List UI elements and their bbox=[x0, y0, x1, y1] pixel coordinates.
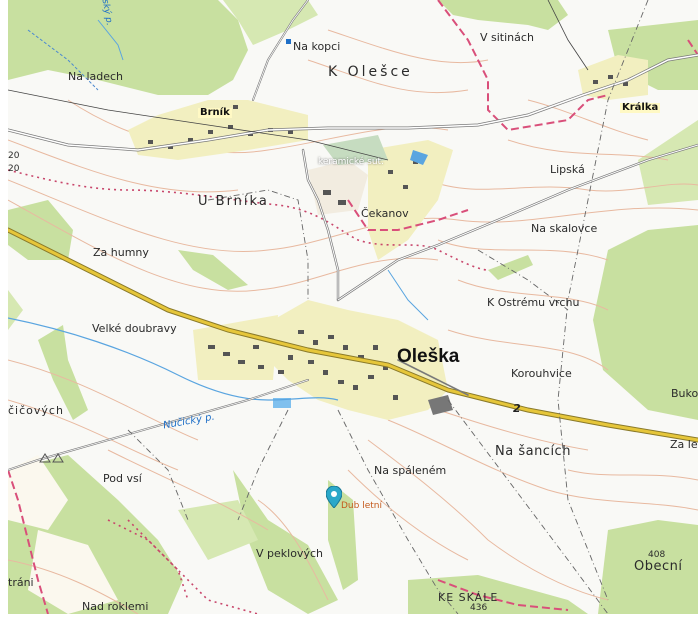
place-k-olesce: K Olešce bbox=[328, 64, 413, 80]
place-cekanov: Čekanov bbox=[361, 207, 409, 220]
forest-area bbox=[223, 0, 318, 45]
place-korouhvice: Korouhvice bbox=[511, 367, 572, 380]
pin-shape bbox=[326, 486, 342, 508]
power-line bbox=[8, 89, 389, 161]
place-k-ostremu-vrchu: K Ostrému vrchu bbox=[487, 296, 580, 309]
place-v-sitinach: V sitinách bbox=[480, 31, 534, 44]
stream-line bbox=[97, 19, 124, 61]
forest-area bbox=[593, 225, 698, 420]
road-number-label: 2 bbox=[513, 402, 521, 415]
place-cicovych: čičových bbox=[8, 404, 64, 417]
place-bukov: Buko bbox=[671, 387, 698, 400]
place-strani: tráni bbox=[8, 576, 34, 589]
forest-area bbox=[233, 470, 338, 614]
pond bbox=[273, 398, 291, 408]
place-obecni: Obecní bbox=[634, 559, 683, 574]
road-network bbox=[8, 0, 698, 471]
forest-area bbox=[488, 255, 533, 280]
village-kralka: Králka bbox=[620, 102, 661, 113]
forest-area bbox=[8, 200, 73, 260]
town-oleska: Oleška bbox=[397, 346, 460, 367]
forest-area bbox=[638, 120, 698, 205]
place-za-humny: Za humny bbox=[93, 246, 149, 259]
water-source-icon bbox=[286, 39, 291, 44]
place-na-skalovce: Na skalovce bbox=[531, 222, 598, 235]
place-na-spalenem: Na spáleném bbox=[374, 464, 447, 477]
settlement-area bbox=[193, 315, 278, 380]
village-brnik: Brník bbox=[198, 107, 232, 118]
forest-area bbox=[178, 500, 258, 560]
forest-clearing bbox=[28, 530, 118, 614]
tree-symbol-icon bbox=[39, 453, 51, 463]
margin-label-top: 20 bbox=[8, 151, 20, 161]
place-ke-skale: KE SKÁLE bbox=[438, 591, 499, 604]
map-base-layer bbox=[8, 0, 698, 614]
place-nad-roklemi: Nad roklemi bbox=[82, 600, 149, 613]
place-na-kopci: Na kopci bbox=[293, 40, 341, 53]
power-line bbox=[547, 0, 589, 71]
place-v-peklovych: V peklových bbox=[256, 547, 323, 560]
map-canvas[interactable]: Brník Králka Oleška Na kopci V sitinách … bbox=[8, 0, 698, 614]
place-na-ladech: Na ladech bbox=[68, 70, 124, 83]
feature-dub-letni: Dub letní bbox=[341, 501, 382, 511]
pond bbox=[410, 150, 428, 165]
field-tracks bbox=[127, 0, 649, 614]
place-u-brnika: U Brníka bbox=[198, 194, 269, 209]
feature-keramicke-sut: keramické sut. bbox=[318, 157, 384, 167]
stream-line bbox=[387, 269, 429, 321]
admin-boundary bbox=[8, 169, 489, 614]
elevation-408: 408 bbox=[648, 550, 666, 560]
industrial-area bbox=[308, 160, 368, 215]
place-na-sancich: Na šancích bbox=[495, 444, 571, 459]
forest-area bbox=[8, 0, 248, 95]
forest-area bbox=[328, 480, 358, 590]
margin-label-bottom: 20 bbox=[8, 164, 20, 174]
place-za-le: Za le bbox=[670, 438, 698, 451]
water-boundary bbox=[27, 29, 99, 91]
forest-area bbox=[178, 250, 248, 290]
stream-line bbox=[8, 317, 339, 401]
forest-area bbox=[598, 520, 698, 614]
place-pod-vsi: Pod vsí bbox=[103, 472, 142, 485]
forest-area bbox=[438, 0, 568, 30]
forest-area bbox=[38, 325, 88, 420]
place-lipska: Lipská bbox=[550, 163, 585, 176]
place-velke-doubravy: Velké doubravy bbox=[92, 322, 177, 335]
elevation-436: 436 bbox=[470, 603, 488, 613]
quarry-area bbox=[323, 135, 388, 165]
forest-clearing bbox=[8, 455, 68, 530]
forest-area bbox=[8, 290, 23, 330]
tree-symbol-icon bbox=[52, 453, 64, 463]
